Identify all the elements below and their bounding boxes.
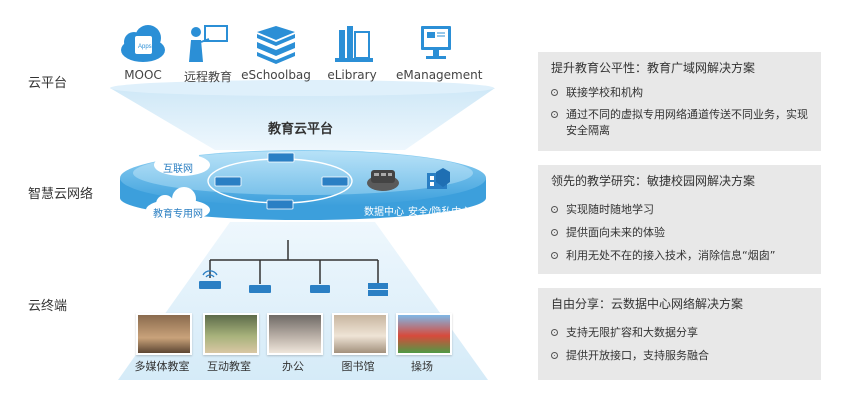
panel-bullet: 利用无处不在的接入技术，消除信息“烟囱” — [551, 248, 816, 264]
library-icon — [335, 26, 373, 62]
app-mooc[interactable]: Apps MOOC — [103, 22, 183, 82]
interactive-classroom-image — [203, 313, 259, 355]
access-switch-icon — [249, 285, 271, 293]
terminal-label-playground: 操场 — [411, 360, 433, 373]
teacher-board-icon — [189, 25, 228, 62]
panel-wan-solution: 提升教育公平性：教育广域网解决方案 联接学校和机构 通过不同的虚拟专用网络通道传… — [538, 52, 821, 151]
app-label: eManagement — [396, 68, 483, 82]
panel-bullet: 实现随时随地学习 — [551, 202, 816, 218]
security-center-icon — [427, 168, 450, 189]
office-image — [267, 313, 323, 355]
app-label: eLibrary — [327, 68, 377, 82]
terminal-device-icon — [310, 285, 330, 293]
internet-cloud-icon — [154, 145, 210, 176]
server-icon — [368, 283, 388, 296]
wifi-ap-icon — [199, 270, 221, 289]
switch-right-icon — [321, 176, 349, 187]
bullet-icon — [551, 111, 558, 118]
platform-title: 教育云平台 — [268, 122, 334, 137]
terminal-label-office: 办公 — [282, 360, 304, 373]
panel-bullet: 提供开放接口，支持服务融合 — [551, 348, 816, 364]
panel-title: 自由分享：云数据中心网络解决方案 — [551, 297, 744, 311]
edu-network-cloud-icon — [146, 187, 210, 221]
app-label: MOOC — [124, 68, 162, 82]
panel-datacenter-solution: 自由分享：云数据中心网络解决方案 支持无限扩容和大数据分享 提供开放接口，支持服… — [538, 288, 821, 380]
panel-title: 领先的教学研究：敏捷校园网解决方案 — [551, 174, 756, 188]
internet-label: 互联网 — [163, 164, 193, 175]
switch-bottom-icon — [266, 199, 294, 210]
library-image — [332, 313, 388, 355]
panel-bullet: 提供面向未来的体验 — [551, 225, 816, 241]
multimedia-classroom-image — [136, 313, 192, 355]
switch-top-icon — [267, 152, 295, 163]
app-eschoolbag[interactable]: eSchoolbag — [236, 22, 316, 82]
terminal-label-multimedia: 多媒体教室 — [134, 360, 190, 373]
platform-rim — [110, 80, 494, 96]
layer-label-cloud-platform: 云平台 — [28, 76, 68, 91]
security-center-label: 安全/隐私中心 — [408, 207, 472, 218]
bullet-icon — [551, 89, 558, 96]
app-elibrary[interactable]: eLibrary — [312, 22, 392, 82]
platform-funnel — [110, 88, 495, 150]
terminal-label-library: 图书馆 — [341, 360, 375, 373]
bullet-icon — [551, 329, 558, 336]
layer-label-cloud-terminal: 云终端 — [28, 299, 68, 314]
bullet-icon — [551, 352, 558, 359]
bullet-icon — [551, 252, 558, 259]
monitor-icon — [421, 26, 451, 59]
apps-cloud-icon: Apps — [121, 25, 165, 62]
switch-left-icon — [214, 176, 242, 187]
panel-bullet: 支持无限扩容和大数据分享 — [551, 325, 816, 341]
data-center-label: 数据中心 — [364, 207, 404, 218]
data-center-icon — [367, 170, 399, 191]
svg-text:Apps: Apps — [138, 44, 152, 50]
panel-bullet: 联接学校和机构 — [551, 85, 816, 101]
panel-title: 提升教育公平性：教育广域网解决方案 — [551, 61, 756, 75]
app-label: eSchoolbag — [241, 68, 311, 82]
app-label: 远程教育 — [183, 70, 232, 84]
terminal-label-interactive: 互动教室 — [207, 360, 251, 373]
book-stack-icon — [257, 26, 295, 64]
bullet-icon — [551, 206, 558, 213]
layer-label-smart-cloud-network: 智慧云网络 — [28, 187, 94, 202]
edu-network-label: 教育专用网 — [153, 209, 203, 220]
playground-image — [396, 313, 452, 355]
diagram-background — [110, 80, 495, 380]
terminal-funnel — [118, 222, 488, 380]
distribution-tree — [209, 240, 379, 284]
app-emanagement[interactable]: eManagement — [396, 22, 483, 82]
panel-bullet: 通过不同的虚拟专用网络通道传送不同业务，实现安全隔离 — [551, 107, 816, 139]
app-remote-education[interactable]: 远程教育 — [168, 22, 248, 85]
bullet-icon — [551, 229, 558, 236]
panel-campus-solution: 领先的教学研究：敏捷校园网解决方案 实现随时随地学习 提供面向未来的体验 利用无… — [538, 165, 821, 274]
